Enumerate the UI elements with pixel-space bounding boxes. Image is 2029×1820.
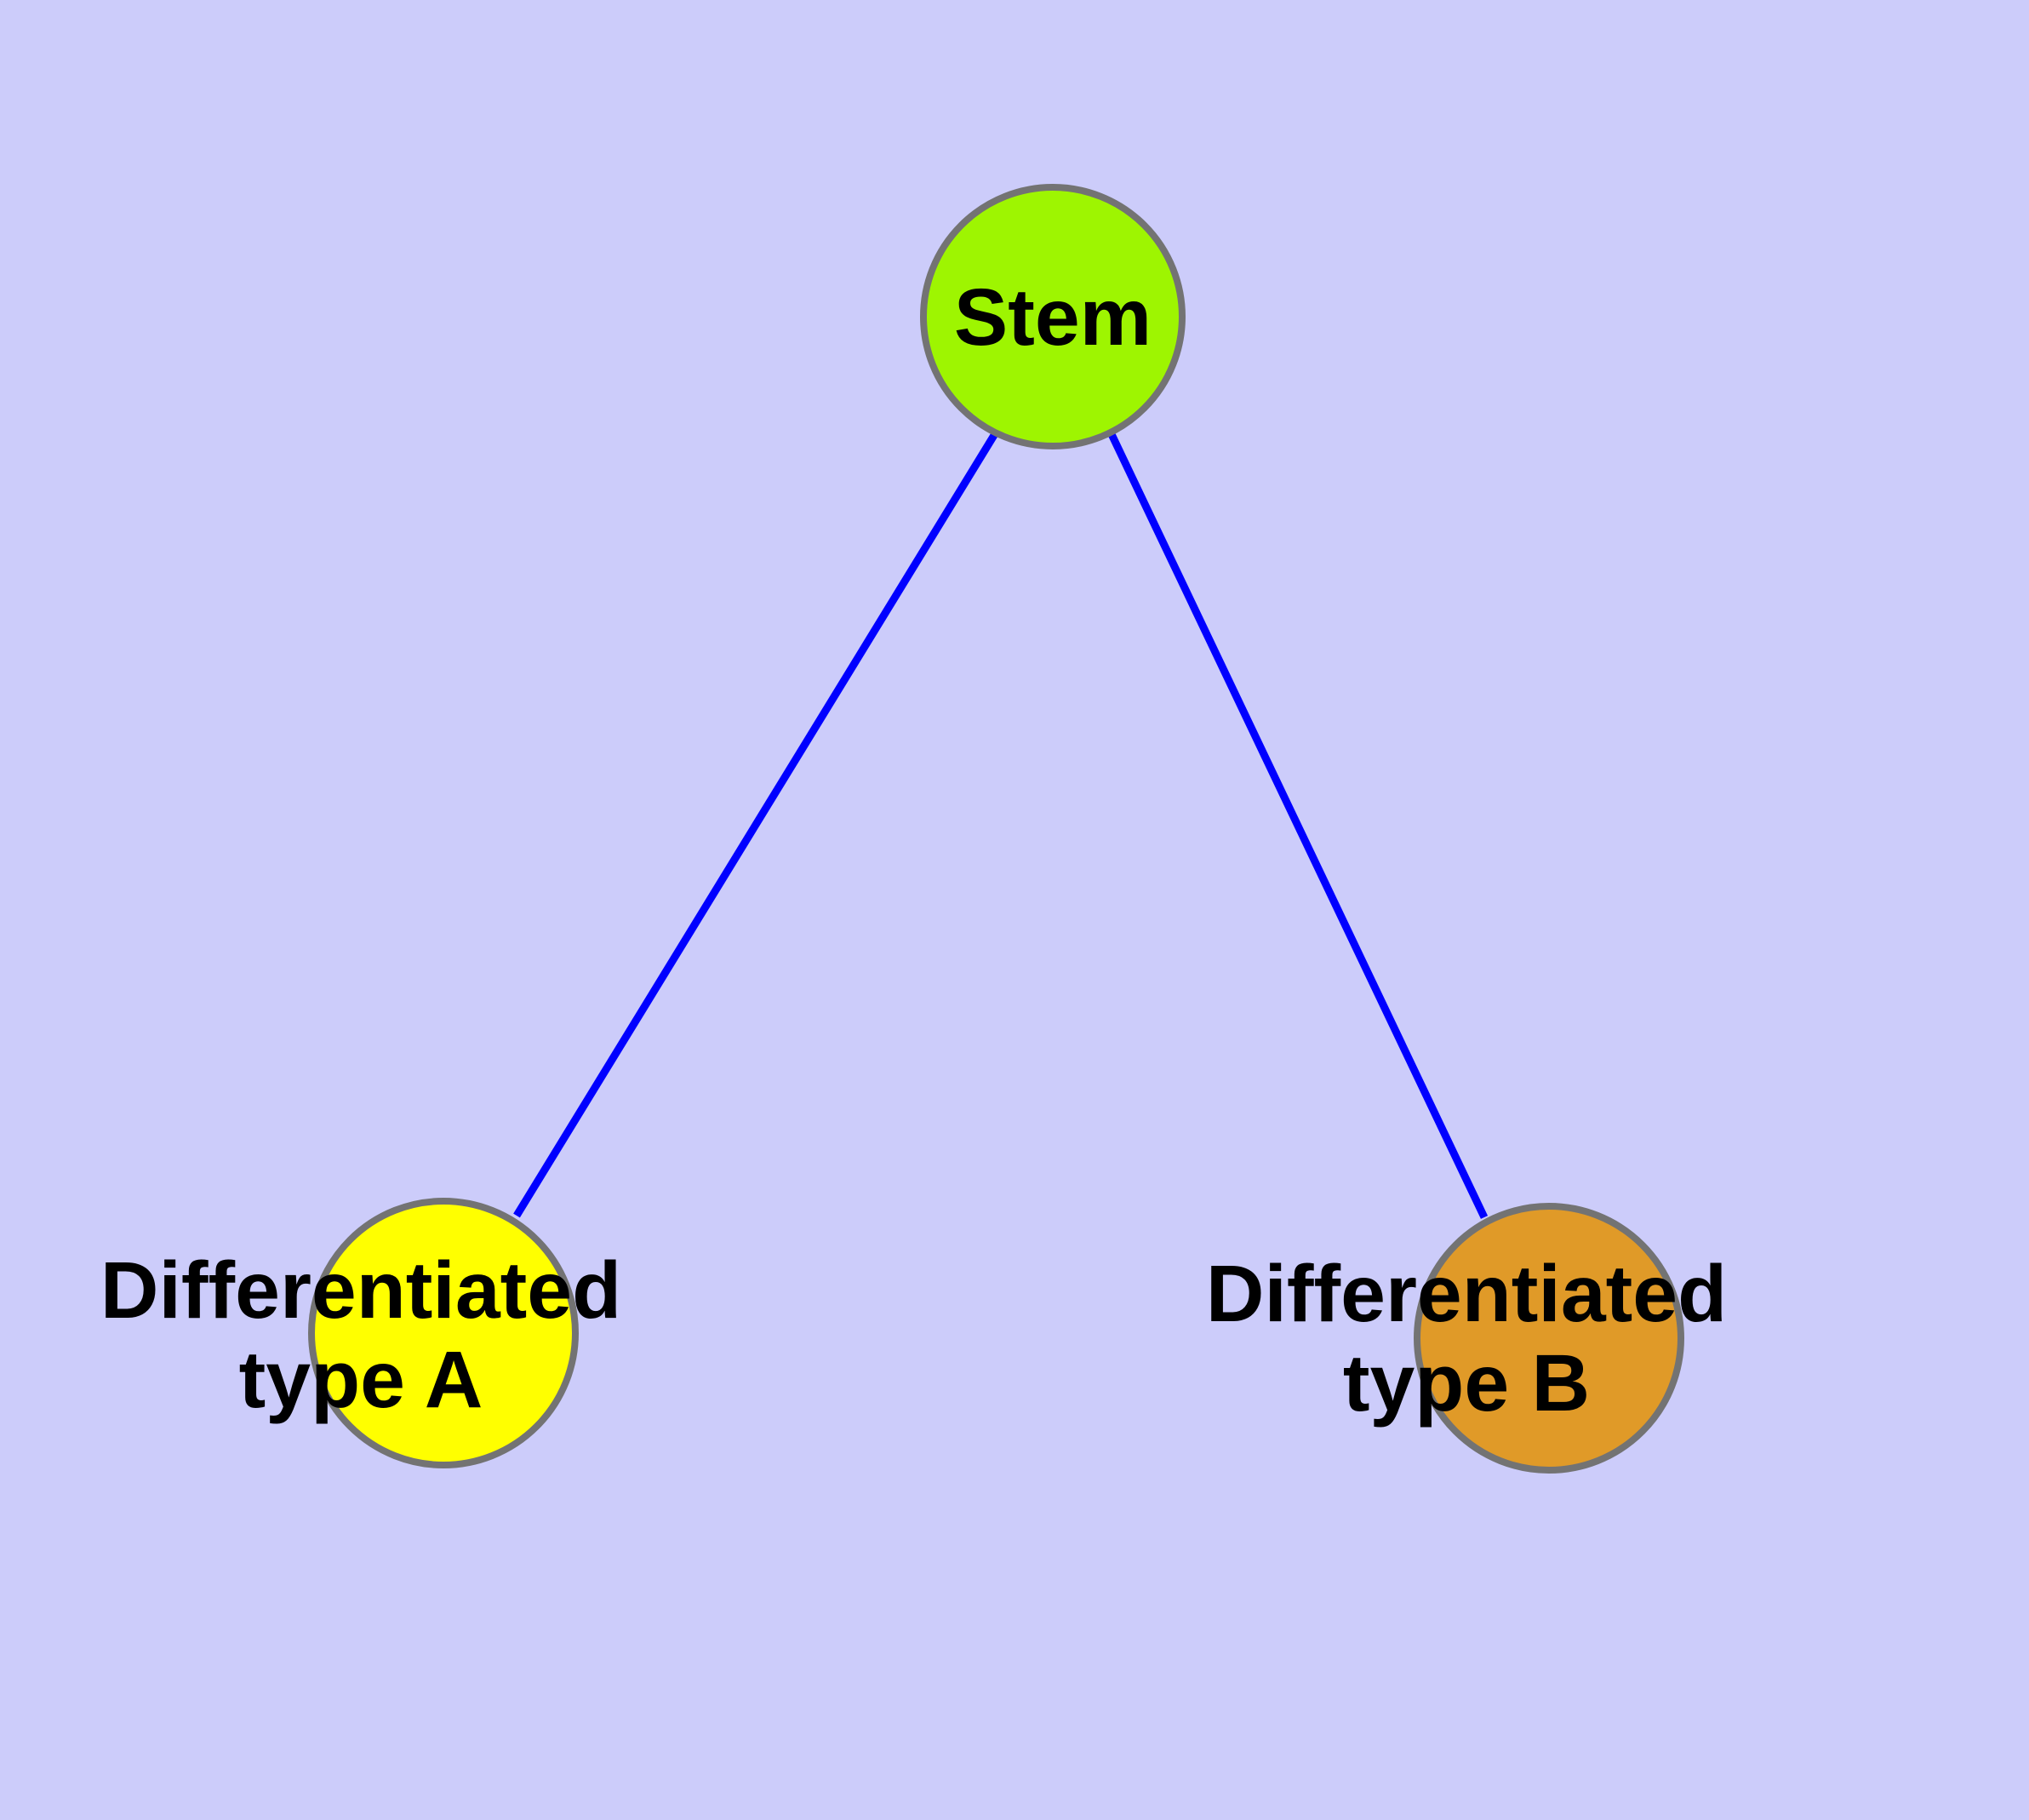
node-differentiated-type-b[interactable] bbox=[1414, 1203, 1684, 1474]
node-differentiated-type-a-circle[interactable] bbox=[308, 1198, 579, 1468]
edge-stem-to-differentiated-type-a[interactable] bbox=[513, 430, 999, 1218]
node-stem[interactable] bbox=[920, 184, 1186, 449]
node-differentiated-type-b-circle[interactable] bbox=[1414, 1203, 1684, 1474]
node-stem-circle[interactable] bbox=[920, 184, 1186, 449]
edge-stem-to-differentiated-type-b[interactable] bbox=[1106, 431, 1489, 1219]
label-line: Stem bbox=[954, 272, 1152, 363]
edges-layer bbox=[513, 430, 1489, 1219]
label-line: type B bbox=[1343, 1338, 1590, 1428]
label-line: type A bbox=[239, 1335, 483, 1425]
node-differentiated-type-a[interactable] bbox=[308, 1198, 579, 1468]
label-line: Differentiated bbox=[1206, 1249, 1727, 1339]
nodes-layer bbox=[308, 184, 1684, 1474]
node-stem-label: Stem bbox=[954, 272, 1152, 363]
label-line: Differentiated bbox=[100, 1245, 621, 1336]
